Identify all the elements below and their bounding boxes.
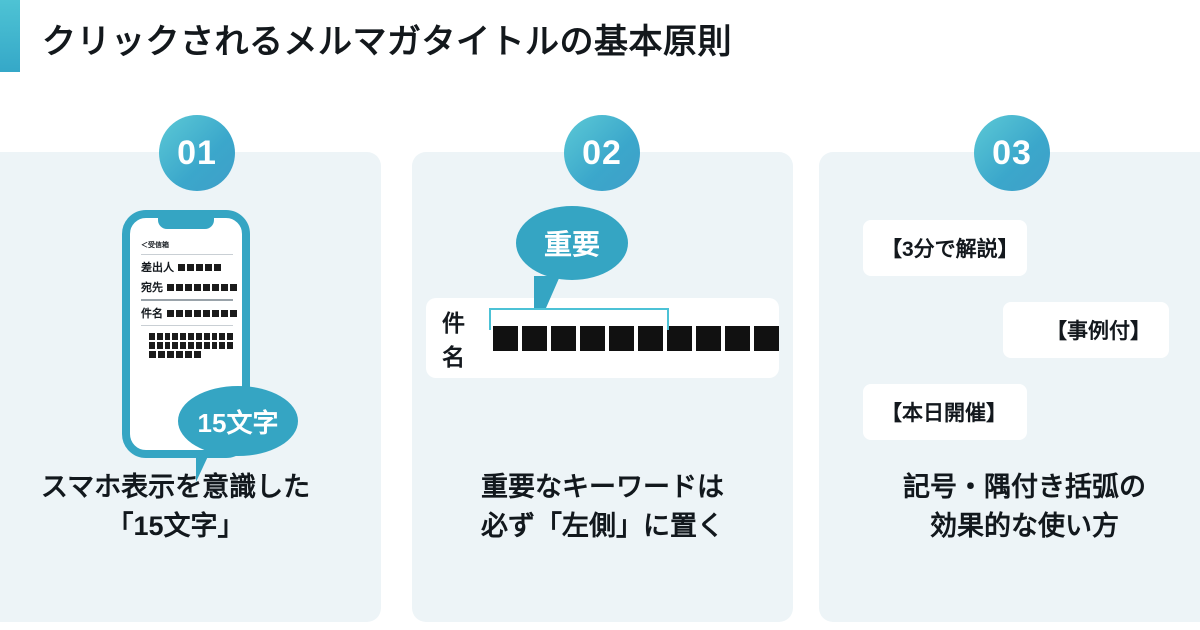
mail-preview: ＜受信箱 差出人 宛先 件名 (141, 240, 237, 360)
divider-strong (141, 299, 233, 301)
caption-line-2: 効果的な使い方 (930, 511, 1119, 542)
title-accent-bar (0, 0, 20, 72)
bubble-tail (534, 276, 560, 308)
bracket-chip-2: 【事例付】 (1003, 302, 1169, 358)
from-blocks (178, 263, 221, 271)
card-01: 01 ＜受信箱 差出人 宛先 (0, 115, 381, 622)
card-caption-03: 記号・隅付き括弧の 効果的な使い方 (819, 468, 1200, 546)
divider (141, 325, 233, 326)
to-blocks (167, 283, 237, 291)
card-number-badge-01: 01 (159, 115, 235, 191)
caption-line-2: 必ず「左側」に置く (481, 511, 724, 542)
chip-label: 【3分で解説】 (881, 238, 1019, 261)
from-label: 差出人 (141, 262, 174, 274)
callout-bubble-15-chars: 15文字 (178, 386, 298, 482)
bracket-chip-1: 【3分で解説】 (863, 220, 1027, 276)
caption-line-1: 重要なキーワードは (481, 472, 724, 502)
caption-line-1: スマホ表示を意識した (40, 472, 311, 502)
mail-body-blocks (141, 333, 233, 358)
left-side-highlight-bracket (489, 307, 669, 330)
card-caption-01: スマホ表示を意識した 「15文字」 (0, 468, 381, 546)
card-number-badge-02: 02 (564, 115, 640, 191)
phone-notch (158, 217, 214, 229)
caption-line-1: 記号・隅付き括弧の (903, 472, 1146, 502)
chip-label: 【本日開催】 (881, 402, 1007, 425)
card-number-badge-03: 03 (974, 115, 1050, 191)
subject-blocks (167, 309, 237, 317)
card-02: 02 重要 件名 重要なキーワードは 必ず「左側」に置く (412, 115, 793, 622)
subject-label: 件名 (442, 310, 465, 370)
bubble-label: 15文字 (197, 407, 279, 438)
mail-subject-row: 件名 (141, 305, 237, 321)
caption-line-2: 「15文字」 (106, 511, 245, 542)
subject-squares (489, 307, 779, 351)
inbox-back-label: ＜受信箱 (141, 242, 169, 249)
bubble-label: 重要 (543, 229, 600, 260)
page-title: クリックされるメルマガタイトルの基本原則 (42, 23, 732, 61)
mail-from-row: 差出人 (141, 259, 233, 275)
subject-line-panel: 件名 (426, 298, 779, 378)
card-03: 03 【3分で解説】 【事例付】 【本日開催】 記号・隅付き括弧の 効果的な使い… (819, 115, 1200, 622)
bracket-chip-3: 【本日開催】 (863, 384, 1027, 440)
subject-label: 件名 (141, 308, 163, 320)
to-label: 宛先 (141, 282, 163, 294)
divider (141, 254, 233, 255)
bubble-tail (196, 452, 214, 482)
mail-to-row: 宛先 (141, 279, 237, 295)
callout-bubble-important: 重要 (516, 206, 628, 308)
chip-label: 【事例付】 (1046, 320, 1151, 343)
card-caption-02: 重要なキーワードは 必ず「左側」に置く (412, 468, 793, 546)
